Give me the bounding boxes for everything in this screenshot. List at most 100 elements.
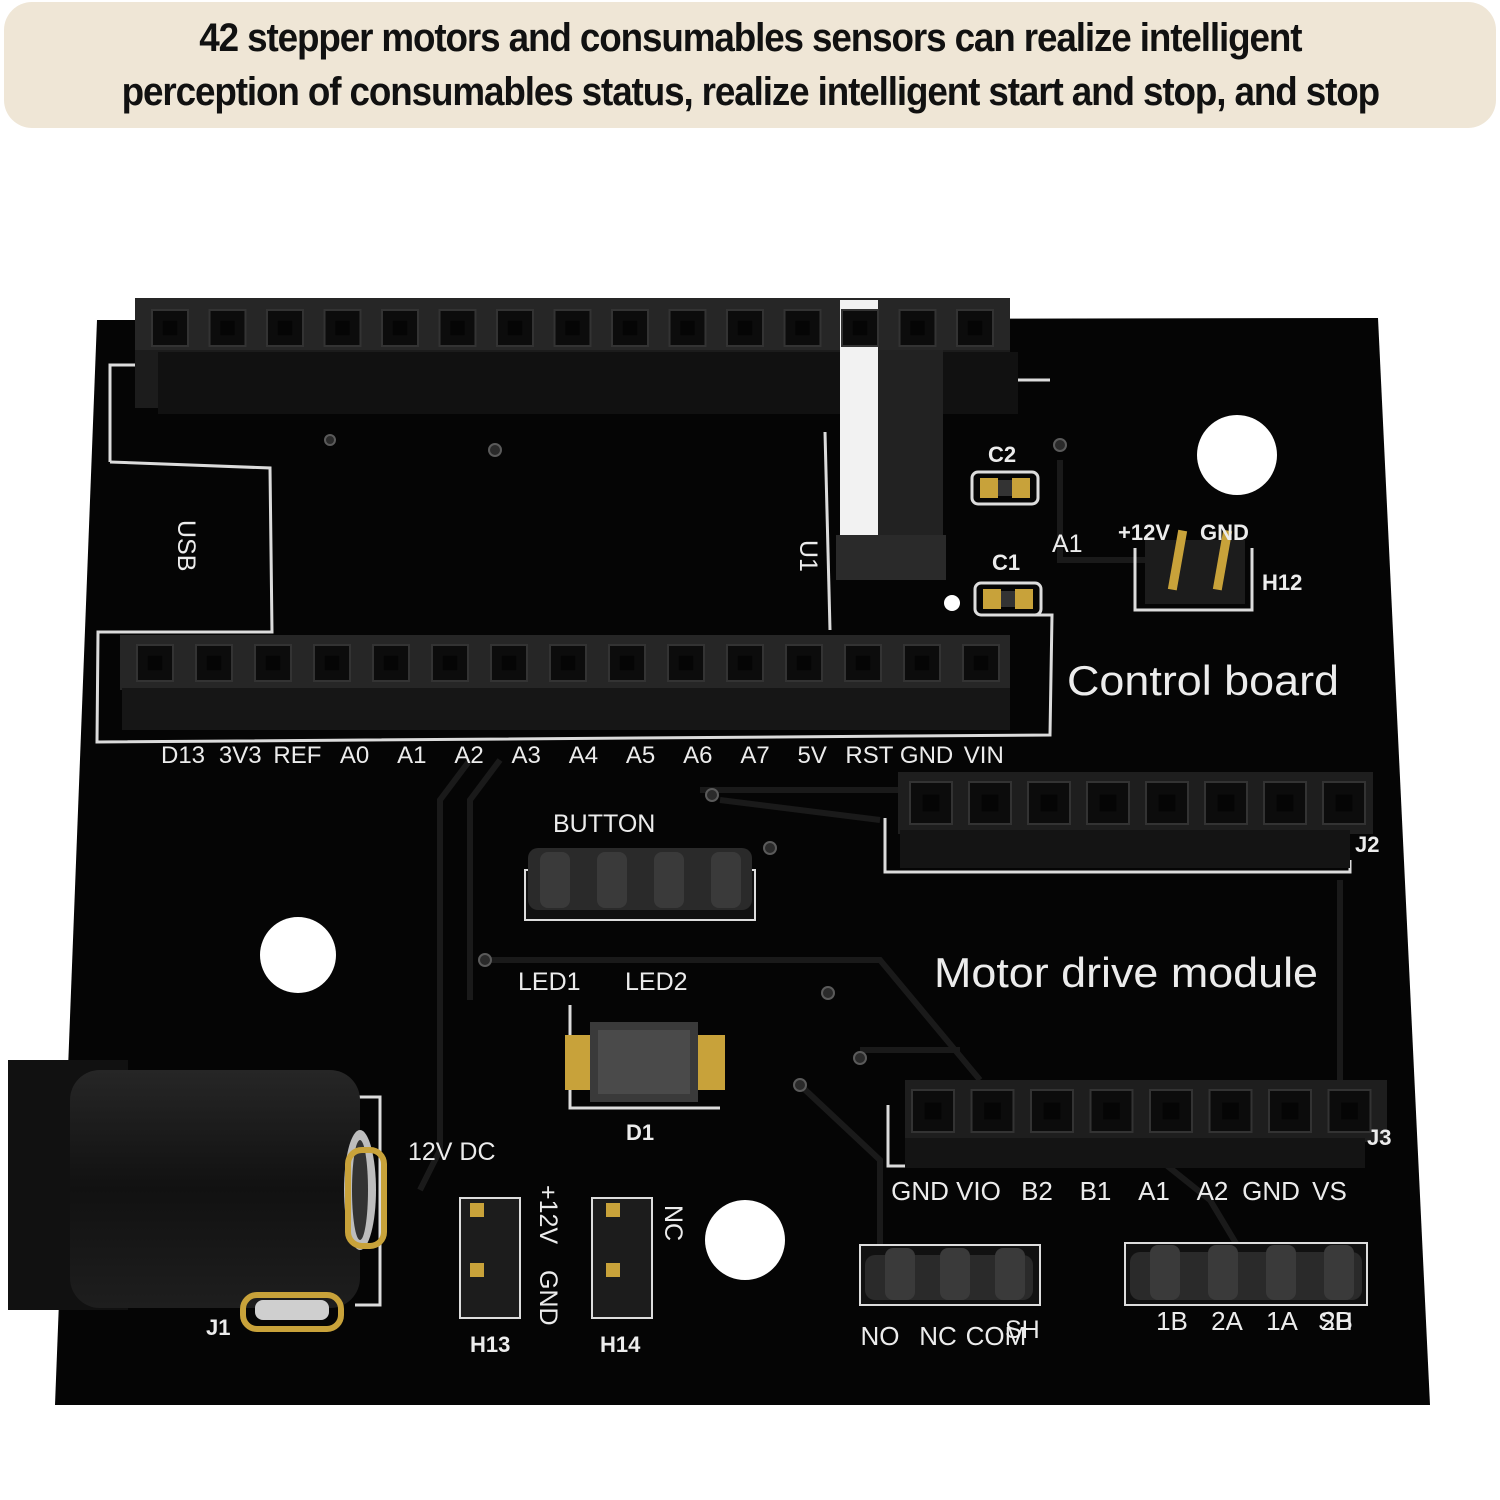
socket-hole — [796, 655, 812, 671]
stepper-motor-connector — [1124, 1242, 1368, 1306]
socket-hole — [1222, 1102, 1239, 1120]
socket-hole — [924, 1102, 942, 1120]
caption-line-1: 42 stepper motors and consumables sensor… — [198, 16, 1302, 60]
d1-label: D1 — [626, 1120, 654, 1145]
h14-label: H14 — [600, 1332, 641, 1357]
h14-nc-label: NC — [659, 1205, 687, 1241]
socket-hole — [1281, 1102, 1299, 1120]
socket-hole — [619, 655, 635, 671]
socket-hole — [324, 655, 340, 671]
socket-hole — [737, 655, 753, 671]
socket — [1208, 1089, 1253, 1133]
pin-label: 1A — [1266, 1306, 1298, 1336]
socket-hole — [981, 794, 999, 812]
mounting-hole — [260, 917, 336, 993]
h14-pin-header — [591, 1197, 653, 1319]
socket — [726, 644, 764, 682]
pin-label: NO — [861, 1321, 900, 1351]
pin-label: 5V — [798, 742, 827, 769]
h12-gnd-label: GND — [1200, 520, 1249, 545]
socket-hole — [507, 320, 523, 336]
socket-hole — [922, 794, 940, 812]
led1-label: LED1 — [518, 968, 581, 996]
socket-hole — [206, 655, 222, 671]
socket-hole — [678, 655, 694, 671]
vias — [324, 434, 1067, 1092]
pin-label: A7 — [740, 742, 769, 769]
socket-hole — [1103, 1102, 1120, 1120]
pin-label: 2B — [1321, 1306, 1353, 1336]
pin-label: A0 — [340, 742, 369, 769]
pin-label: COM — [966, 1321, 1027, 1351]
pin-label: B2 — [1021, 1176, 1053, 1206]
socket-hole — [1341, 1102, 1358, 1120]
pin-label: D13 — [161, 742, 205, 769]
pin-label: GND — [891, 1176, 949, 1206]
button-pin-header — [524, 848, 756, 921]
pin-label: 2A — [1211, 1306, 1243, 1336]
socket-hole — [392, 320, 408, 336]
pin-label: A3 — [512, 742, 541, 769]
pin-label: NC — [919, 1321, 957, 1351]
pin-label: A2 — [454, 742, 483, 769]
socket — [254, 644, 292, 682]
socket-hole — [910, 320, 925, 336]
socket-hole — [565, 320, 580, 336]
socket-hole — [914, 655, 930, 671]
socket — [956, 309, 994, 347]
socket-hole — [984, 1102, 1001, 1120]
socket-hole — [277, 320, 293, 336]
h12-plus-label: +12V — [1118, 520, 1170, 545]
pin-label: 1B — [1156, 1306, 1188, 1336]
socket-hole — [1040, 794, 1058, 812]
u1-label: U1 — [794, 540, 822, 572]
sh-right-label: SH — [1318, 1308, 1353, 1336]
caption-banner: 42 stepper motors and consumables sensor… — [4, 2, 1496, 128]
pin-label: A1 — [1138, 1176, 1170, 1206]
pin-label: 3V3 — [219, 742, 262, 769]
motor-drive-module-label: Motor drive module — [934, 949, 1318, 996]
socket-hole — [967, 320, 983, 336]
sh-left-label: SH — [1005, 1316, 1040, 1344]
top-header-sockets — [151, 309, 994, 347]
button-label: BUTTON — [553, 810, 655, 838]
pin-label: VIO — [956, 1176, 1001, 1206]
j1-label: J1 — [206, 1315, 230, 1340]
pin-label: A1 — [397, 742, 426, 769]
pin-label: A5 — [626, 742, 655, 769]
socket-hole — [1162, 1102, 1180, 1120]
j2-label: J2 — [1355, 832, 1379, 857]
socket — [1268, 1089, 1312, 1133]
socket-hole — [795, 320, 810, 336]
capacitor-c2 — [970, 470, 1040, 506]
usb-label: USB — [172, 520, 200, 571]
socket-hole — [383, 655, 399, 671]
pin-label: A2 — [1197, 1176, 1229, 1206]
socket-hole — [162, 320, 178, 336]
h12-label: H12 — [1262, 570, 1302, 595]
caption-text: 42 stepper motors and consumables sensor… — [121, 11, 1379, 119]
socket-hole — [220, 320, 235, 336]
socket-hole — [1276, 794, 1294, 812]
socket-hole — [973, 655, 989, 671]
switch-pin-labels: NO NC COM — [861, 1321, 1027, 1351]
socket-hole — [1335, 794, 1353, 812]
socket-hole — [852, 320, 868, 336]
control-board-label: Control board — [1067, 657, 1339, 704]
j3-sockets — [911, 1089, 1372, 1133]
h13-pin-header — [459, 1197, 521, 1319]
socket-hole — [855, 655, 871, 671]
diode-d1 — [565, 1022, 725, 1102]
dc-power-jack — [8, 1060, 387, 1332]
socket-hole — [1217, 794, 1235, 812]
socket-hole — [560, 655, 576, 671]
socket-hole — [1099, 794, 1117, 812]
socket-hole — [335, 320, 350, 336]
pin-label: VIN — [964, 742, 1004, 769]
c1-label: C1 — [992, 550, 1020, 575]
socket — [608, 644, 646, 682]
socket-hole — [1158, 794, 1176, 812]
pin-label: VS — [1312, 1176, 1347, 1206]
